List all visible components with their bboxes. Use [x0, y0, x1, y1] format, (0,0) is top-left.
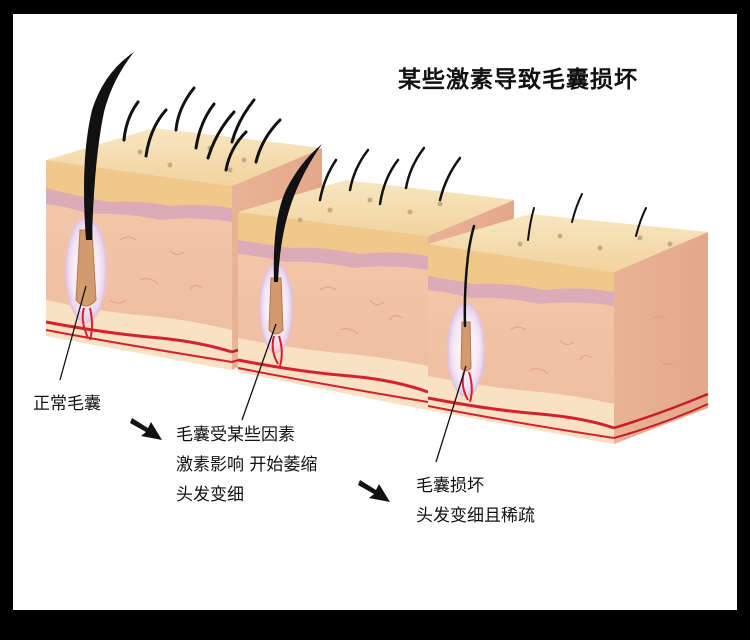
epidermis-band [428, 244, 614, 294]
hair-follicle [268, 277, 284, 335]
label-line: 毛囊受某些因素 [176, 425, 295, 445]
blood-vessel [45, 329, 233, 363]
label-normal-follicle: 正常毛囊 [33, 389, 101, 419]
pores [297, 197, 443, 223]
pores [517, 233, 673, 251]
arrow-right-icon [358, 480, 390, 502]
leader-line-damaged [435, 365, 467, 463]
label-damaged-follicle: 毛囊损坏 头发变细且稀疏 [416, 471, 535, 531]
label-line: 正常毛囊 [33, 394, 101, 414]
blood-vessel [613, 403, 709, 439]
skin-block-damaged [427, 193, 709, 444]
block-side [614, 232, 708, 444]
hair-follicle [75, 229, 97, 307]
blood-vessel [237, 358, 429, 394]
hair-follicle [460, 321, 472, 372]
follicle-vessel [271, 335, 283, 367]
hair-strands [318, 146, 462, 206]
arrow-right-icon [130, 418, 162, 440]
diagram-title: 某些激素导致毛囊损坏 [398, 67, 638, 93]
leader-line-shrinking [241, 323, 277, 421]
hair-strands [527, 193, 647, 241]
hair-strand-thin [463, 224, 476, 328]
label-shrinking-follicle: 毛囊受某些因素 激素影响 开始萎缩 头发变细 [176, 420, 317, 510]
papillary-layer [238, 240, 428, 270]
skin-illustration [45, 52, 709, 502]
label-line: 毛囊损坏 [416, 476, 484, 496]
hair-strand-thick [84, 52, 134, 240]
blood-vessel [237, 367, 429, 403]
leader-lines [59, 285, 467, 463]
label-line: 头发变细且稀疏 [416, 506, 535, 526]
blood-vessel [45, 320, 233, 354]
papillary-layer [428, 276, 614, 306]
fat-layer [428, 376, 614, 444]
label-line: 头发变细 [176, 485, 244, 505]
dermis-texture [509, 316, 675, 375]
label-line: 激素影响 开始萎缩 [176, 455, 318, 475]
blood-vessel [613, 392, 709, 430]
hair-strands [122, 86, 282, 172]
diagram-panel: 某些激素导致毛囊损坏 正常毛囊 毛囊受某些因素 激素影响 开始萎缩 头发变细 毛… [13, 14, 737, 610]
hair-strand-medium [273, 144, 322, 282]
blood-vessel [427, 405, 615, 439]
block-top [238, 180, 514, 236]
follicle-vessel [81, 307, 93, 341]
blood-vessel [427, 396, 615, 430]
block-top [46, 128, 322, 186]
leader-line-normal [59, 285, 87, 381]
